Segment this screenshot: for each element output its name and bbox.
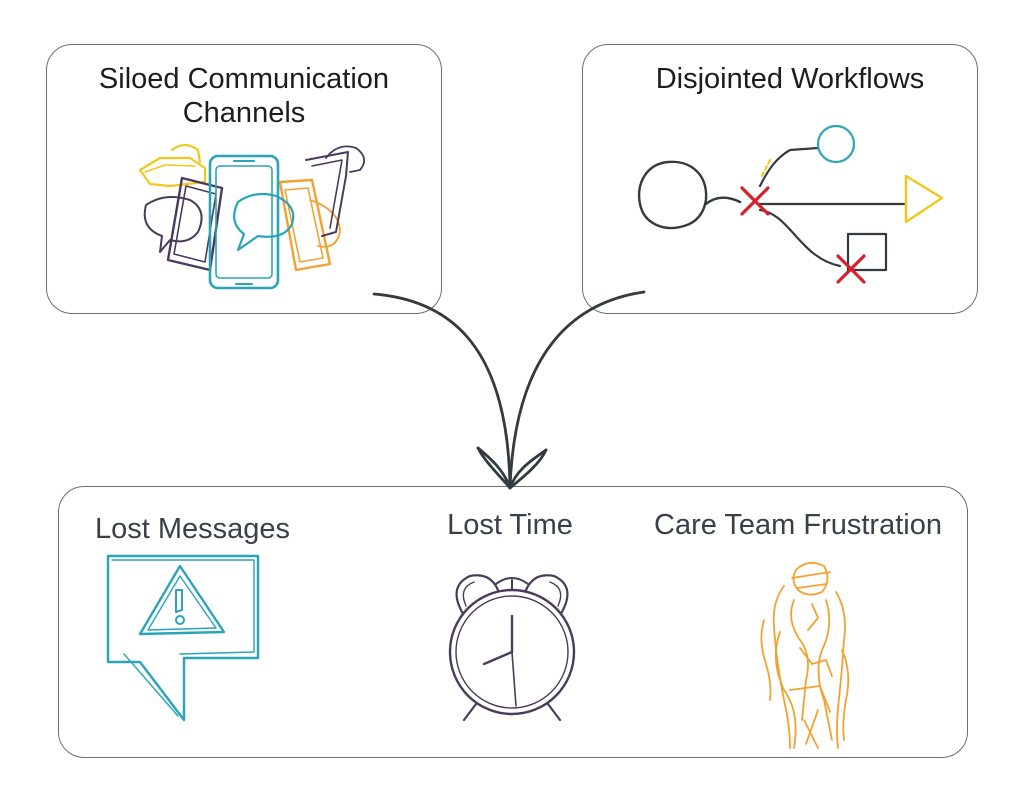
siloed-communication-box [46,44,442,314]
care-team-frustration-title: Care Team Frustration [654,509,942,541]
frustrated-person-icon [760,561,850,749]
disjointed-workflows-title: Disjointed Workflows [655,63,925,95]
broken-flow-icon [637,124,944,284]
warning-message-icon [106,554,260,722]
siloed-communication-title-line2: Channels [182,97,306,129]
alarm-clock-icon [448,574,576,722]
siloed-communication-title-line1: Siloed Communication [98,63,390,95]
converging-arrow [372,290,646,490]
lost-time-title: Lost Time [447,509,573,541]
phones-chat-bubbles-icon [138,143,366,290]
lost-messages-title: Lost Messages [94,513,291,545]
